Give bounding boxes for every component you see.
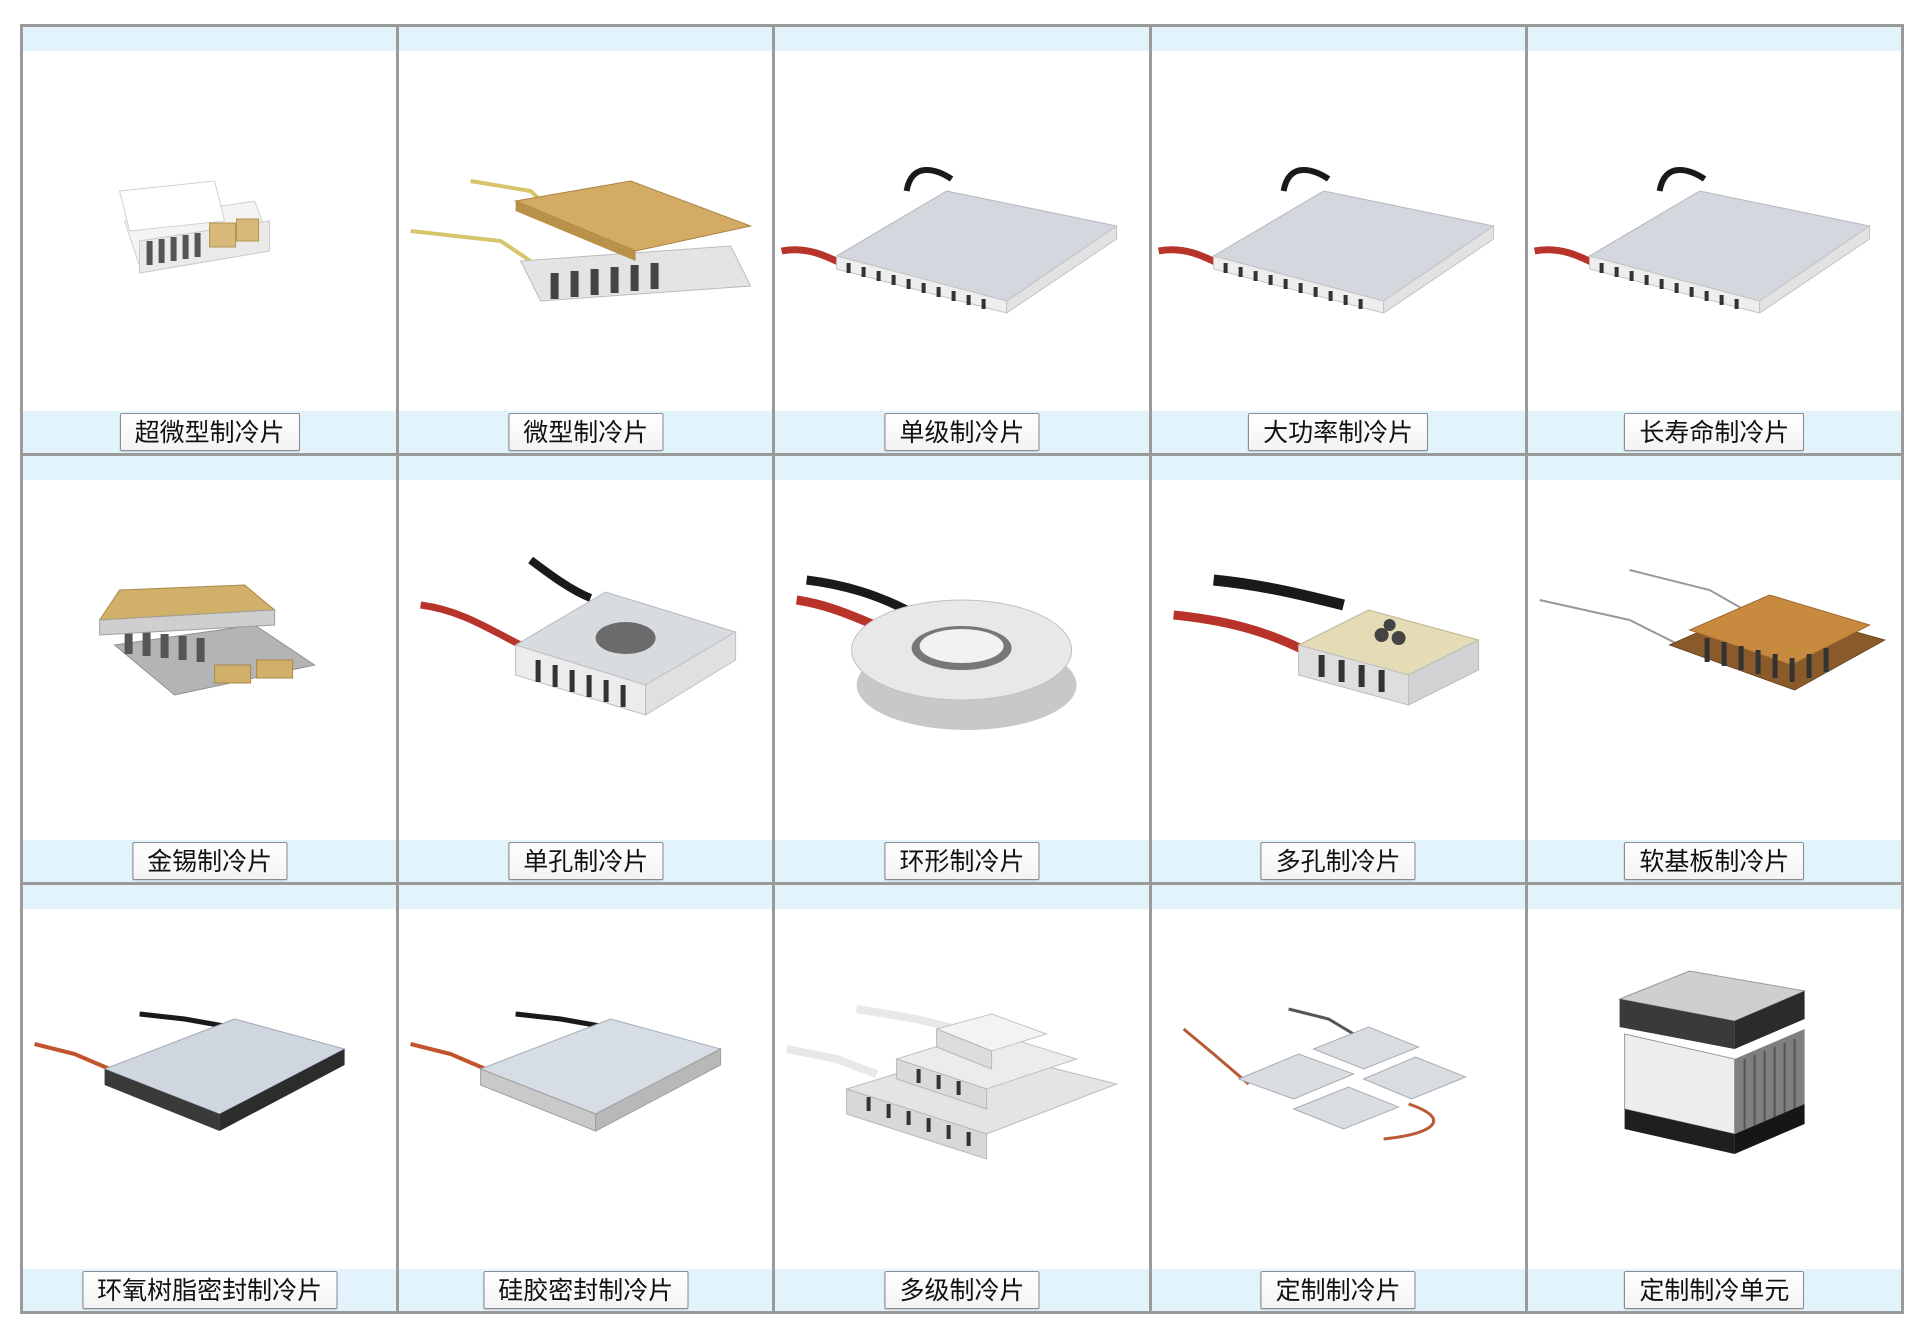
cell-top-strip — [23, 885, 397, 909]
custom-cooler-icon[interactable] — [1152, 909, 1525, 1269]
cell-top-strip — [775, 456, 1149, 480]
product-cell[interactable]: 多孔制冷片 — [1151, 456, 1528, 885]
product-label-button[interactable]: 硅胶密封制冷片 — [483, 1271, 689, 1309]
product-cell[interactable]: 长寿命制冷片 — [1527, 27, 1904, 456]
high-power-cooler-icon[interactable] — [1152, 51, 1525, 411]
product-cell[interactable]: 硅胶密封制冷片 — [399, 885, 776, 1314]
product-cell[interactable]: 金锡制冷片 — [23, 456, 400, 885]
product-label-button[interactable]: 环形制冷片 — [884, 842, 1040, 880]
gold-tin-cooler-icon[interactable] — [23, 480, 396, 840]
product-label-button[interactable]: 金锡制冷片 — [132, 842, 288, 880]
custom-cooling-unit-icon[interactable] — [1528, 909, 1901, 1269]
cell-top-strip — [1151, 27, 1525, 51]
product-grid: 超微型制冷片 微型制冷片 — [20, 24, 1904, 1314]
product-cell[interactable]: 单级制冷片 — [775, 27, 1152, 456]
product-label-button[interactable]: 长寿命制冷片 — [1624, 413, 1805, 451]
mini-cooler-icon[interactable] — [399, 51, 772, 411]
cell-top-strip — [1151, 885, 1525, 909]
micro-cooler-icon[interactable] — [23, 51, 396, 411]
product-cell[interactable]: 单孔制冷片 — [399, 456, 776, 885]
cell-top-strip — [23, 27, 397, 51]
product-cell[interactable]: 环氧树脂密封制冷片 — [23, 885, 400, 1314]
product-label-button[interactable]: 大功率制冷片 — [1248, 413, 1429, 451]
multi-stage-cooler-icon[interactable] — [775, 909, 1148, 1269]
product-label-button[interactable]: 环氧树脂密封制冷片 — [82, 1271, 338, 1309]
product-label-button[interactable]: 超微型制冷片 — [119, 413, 300, 451]
product-label-button[interactable]: 定制制冷单元 — [1624, 1271, 1805, 1309]
ring-cooler-icon[interactable] — [775, 480, 1148, 840]
product-cell[interactable]: 环形制冷片 — [775, 456, 1152, 885]
single-hole-cooler-icon[interactable] — [399, 480, 772, 840]
cell-top-strip — [399, 885, 773, 909]
cell-top-strip — [775, 885, 1149, 909]
product-label-button[interactable]: 微型制冷片 — [508, 413, 664, 451]
product-cell[interactable]: 定制制冷片 — [1151, 885, 1528, 1314]
single-stage-cooler-icon[interactable] — [775, 51, 1148, 411]
product-label-button[interactable]: 单孔制冷片 — [508, 842, 664, 880]
cell-top-strip — [1527, 885, 1901, 909]
product-cell[interactable]: 定制制冷单元 — [1527, 885, 1904, 1314]
cell-top-strip — [399, 456, 773, 480]
cell-top-strip — [1527, 456, 1901, 480]
product-label-button[interactable]: 多孔制冷片 — [1260, 842, 1416, 880]
cell-top-strip — [1151, 456, 1525, 480]
multi-hole-cooler-icon[interactable] — [1152, 480, 1525, 840]
product-label-button[interactable]: 多级制冷片 — [884, 1271, 1040, 1309]
product-cell[interactable]: 多级制冷片 — [775, 885, 1152, 1314]
product-cell[interactable]: 软基板制冷片 — [1527, 456, 1904, 885]
silicone-sealed-cooler-icon[interactable] — [399, 909, 772, 1269]
product-label-button[interactable]: 软基板制冷片 — [1624, 842, 1805, 880]
flexible-substrate-cooler-icon[interactable] — [1528, 480, 1901, 840]
epoxy-sealed-cooler-icon[interactable] — [23, 909, 396, 1269]
product-label-button[interactable]: 定制制冷片 — [1260, 1271, 1416, 1309]
cell-top-strip — [23, 456, 397, 480]
product-cell[interactable]: 微型制冷片 — [399, 27, 776, 456]
cell-top-strip — [775, 27, 1149, 51]
product-cell[interactable]: 超微型制冷片 — [23, 27, 400, 456]
cell-top-strip — [399, 27, 773, 51]
cell-top-strip — [1527, 27, 1901, 51]
product-label-button[interactable]: 单级制冷片 — [884, 413, 1040, 451]
product-cell[interactable]: 大功率制冷片 — [1151, 27, 1528, 456]
long-life-cooler-icon[interactable] — [1528, 51, 1901, 411]
